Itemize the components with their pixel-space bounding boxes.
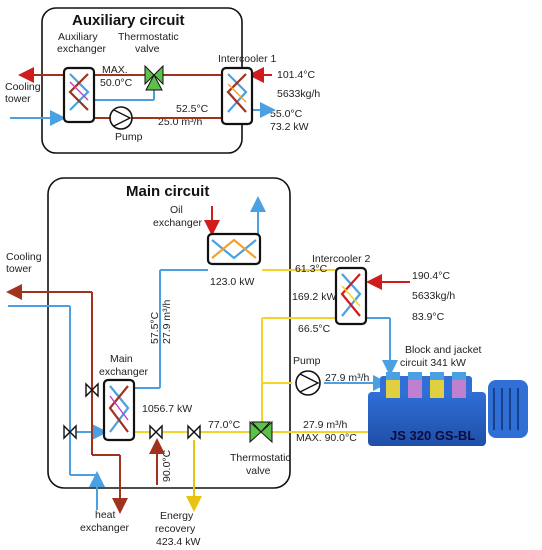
valve-mid — [149, 424, 163, 440]
valve-energy — [187, 424, 201, 440]
oil-exchanger-label2: exchanger — [153, 217, 203, 229]
heat-exchanger-label: heat — [95, 509, 116, 521]
energy-recovery-label2: recovery — [155, 523, 196, 535]
main-power: 1056.7 kW — [142, 403, 192, 415]
oil-power: 123.0 kW — [210, 276, 254, 288]
engine-out-max: MAX. 90.0°C — [296, 432, 357, 444]
main-exchanger — [102, 378, 136, 442]
main-flow-279: 27.9 m³/h — [161, 299, 173, 344]
aux-mass-5633: 5633kg/h — [277, 88, 320, 100]
engine-model: JS 320 GS-BL — [390, 428, 475, 443]
aux-max-label: MAX. — [102, 64, 128, 76]
aux-pump-label: Pump — [115, 131, 143, 143]
oil-exchanger-label: Oil — [170, 204, 183, 216]
aux-cooling-tower2: tower — [5, 93, 31, 105]
main-pump-label: Pump — [293, 355, 321, 367]
energy-recovery-label: Energy — [160, 510, 194, 522]
temp-839: 83.9°C — [412, 311, 445, 323]
main-temp-575: 57.5°C — [149, 311, 161, 344]
intercooler1 — [220, 66, 254, 126]
mass-5633b: 5633kg/h — [412, 290, 455, 302]
power-1692: 169.2 kW — [292, 291, 336, 303]
intercooler1-label: Intercooler 1 — [218, 53, 277, 65]
main-exchanger-label2: exchanger — [99, 366, 149, 378]
main-pump — [295, 370, 321, 396]
aux-pump — [109, 106, 133, 130]
aux-exchanger-label2: exchanger — [57, 43, 107, 55]
aux-temp-55: 55.0°C — [270, 108, 303, 120]
oil-exchanger — [206, 232, 262, 266]
aux-max-temp: 50.0°C — [100, 77, 133, 89]
aux-power-73: 73.2 kW — [270, 121, 309, 133]
intercooler2 — [334, 266, 368, 326]
main-cooling-tower: Cooling — [6, 251, 42, 263]
pump-flow: 27.9 m³/h — [325, 372, 370, 384]
aux-temp-52: 52.5°C — [176, 103, 209, 115]
aux-exchanger-label: Auxiliary — [58, 31, 98, 43]
temp-665: 66.5°C — [298, 323, 331, 335]
block-circuit-label: Block and jacket — [405, 344, 482, 356]
aux-temp-101: 101.4°C — [277, 69, 315, 81]
aux-exchanger — [62, 66, 96, 124]
main-thermo-label: Thermostatic — [230, 452, 291, 464]
main-title: Main circuit — [126, 183, 209, 200]
aux-cooling-tower: Cooling — [5, 81, 41, 93]
main-thermo-valve — [249, 420, 273, 444]
temp-1904: 190.4°C — [412, 270, 450, 282]
main-thermo-label2: valve — [246, 465, 271, 477]
main-cooling-tower2: tower — [6, 263, 32, 275]
main-temp-900: 90.0°C — [161, 449, 173, 482]
aux-thermo-label2: valve — [135, 43, 160, 55]
valve-hot — [85, 382, 99, 398]
block-circuit-label2: circuit 341 kW — [400, 357, 466, 369]
main-exchanger-label: Main — [110, 353, 133, 365]
heat-exchanger-label2: exchanger — [80, 522, 130, 534]
aux-thermo-label: Thermostatic — [118, 31, 179, 43]
engine-out-flow: 27.9 m³/h — [303, 419, 348, 431]
aux-title: Auxiliary circuit — [72, 12, 185, 29]
aux-thermo-valve — [144, 64, 164, 91]
intercooler2-label: Intercooler 2 — [312, 253, 371, 265]
engine-block — [368, 372, 528, 446]
energy-recovery-power: 423.4 kW — [156, 536, 200, 548]
valve-left — [63, 424, 77, 440]
main-circuit-frame — [47, 177, 291, 489]
main-temp-770: 77.0°C — [208, 419, 241, 431]
temp-613: 61.3°C — [295, 263, 328, 275]
